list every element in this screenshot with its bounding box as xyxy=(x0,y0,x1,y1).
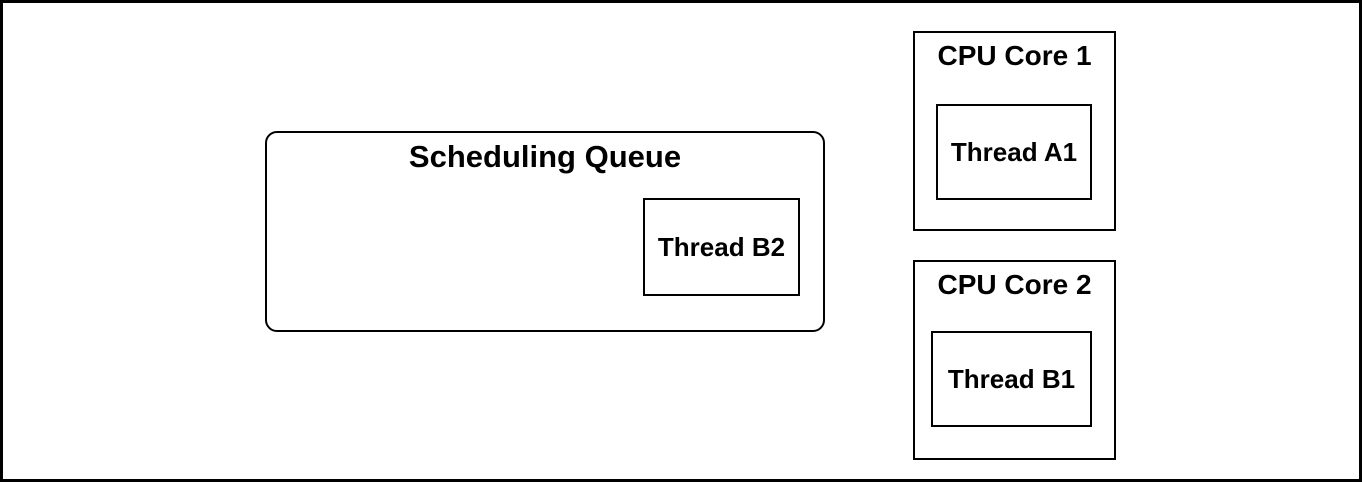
cpu-core-2-box: CPU Core 2 Thread B1 xyxy=(913,260,1116,460)
thread-b2-box: Thread B2 xyxy=(643,198,800,296)
thread-b1-label: Thread B1 xyxy=(947,363,1076,394)
thread-a1-box: Thread A1 xyxy=(936,104,1092,200)
thread-b2-label: Thread B2 xyxy=(657,231,786,262)
cpu-core-1-title: CPU Core 1 xyxy=(937,40,1092,71)
thread-a1-label: Thread A1 xyxy=(950,136,1078,167)
scheduling-queue-title: Scheduling Queue xyxy=(408,139,682,174)
thread-b1-box: Thread B1 xyxy=(931,331,1092,427)
cpu-core-1-box: CPU Core 1 Thread A1 xyxy=(913,31,1116,231)
scheduling-queue-box: Scheduling Queue Thread B2 xyxy=(265,131,825,332)
cpu-core-2-title: CPU Core 2 xyxy=(937,269,1092,300)
